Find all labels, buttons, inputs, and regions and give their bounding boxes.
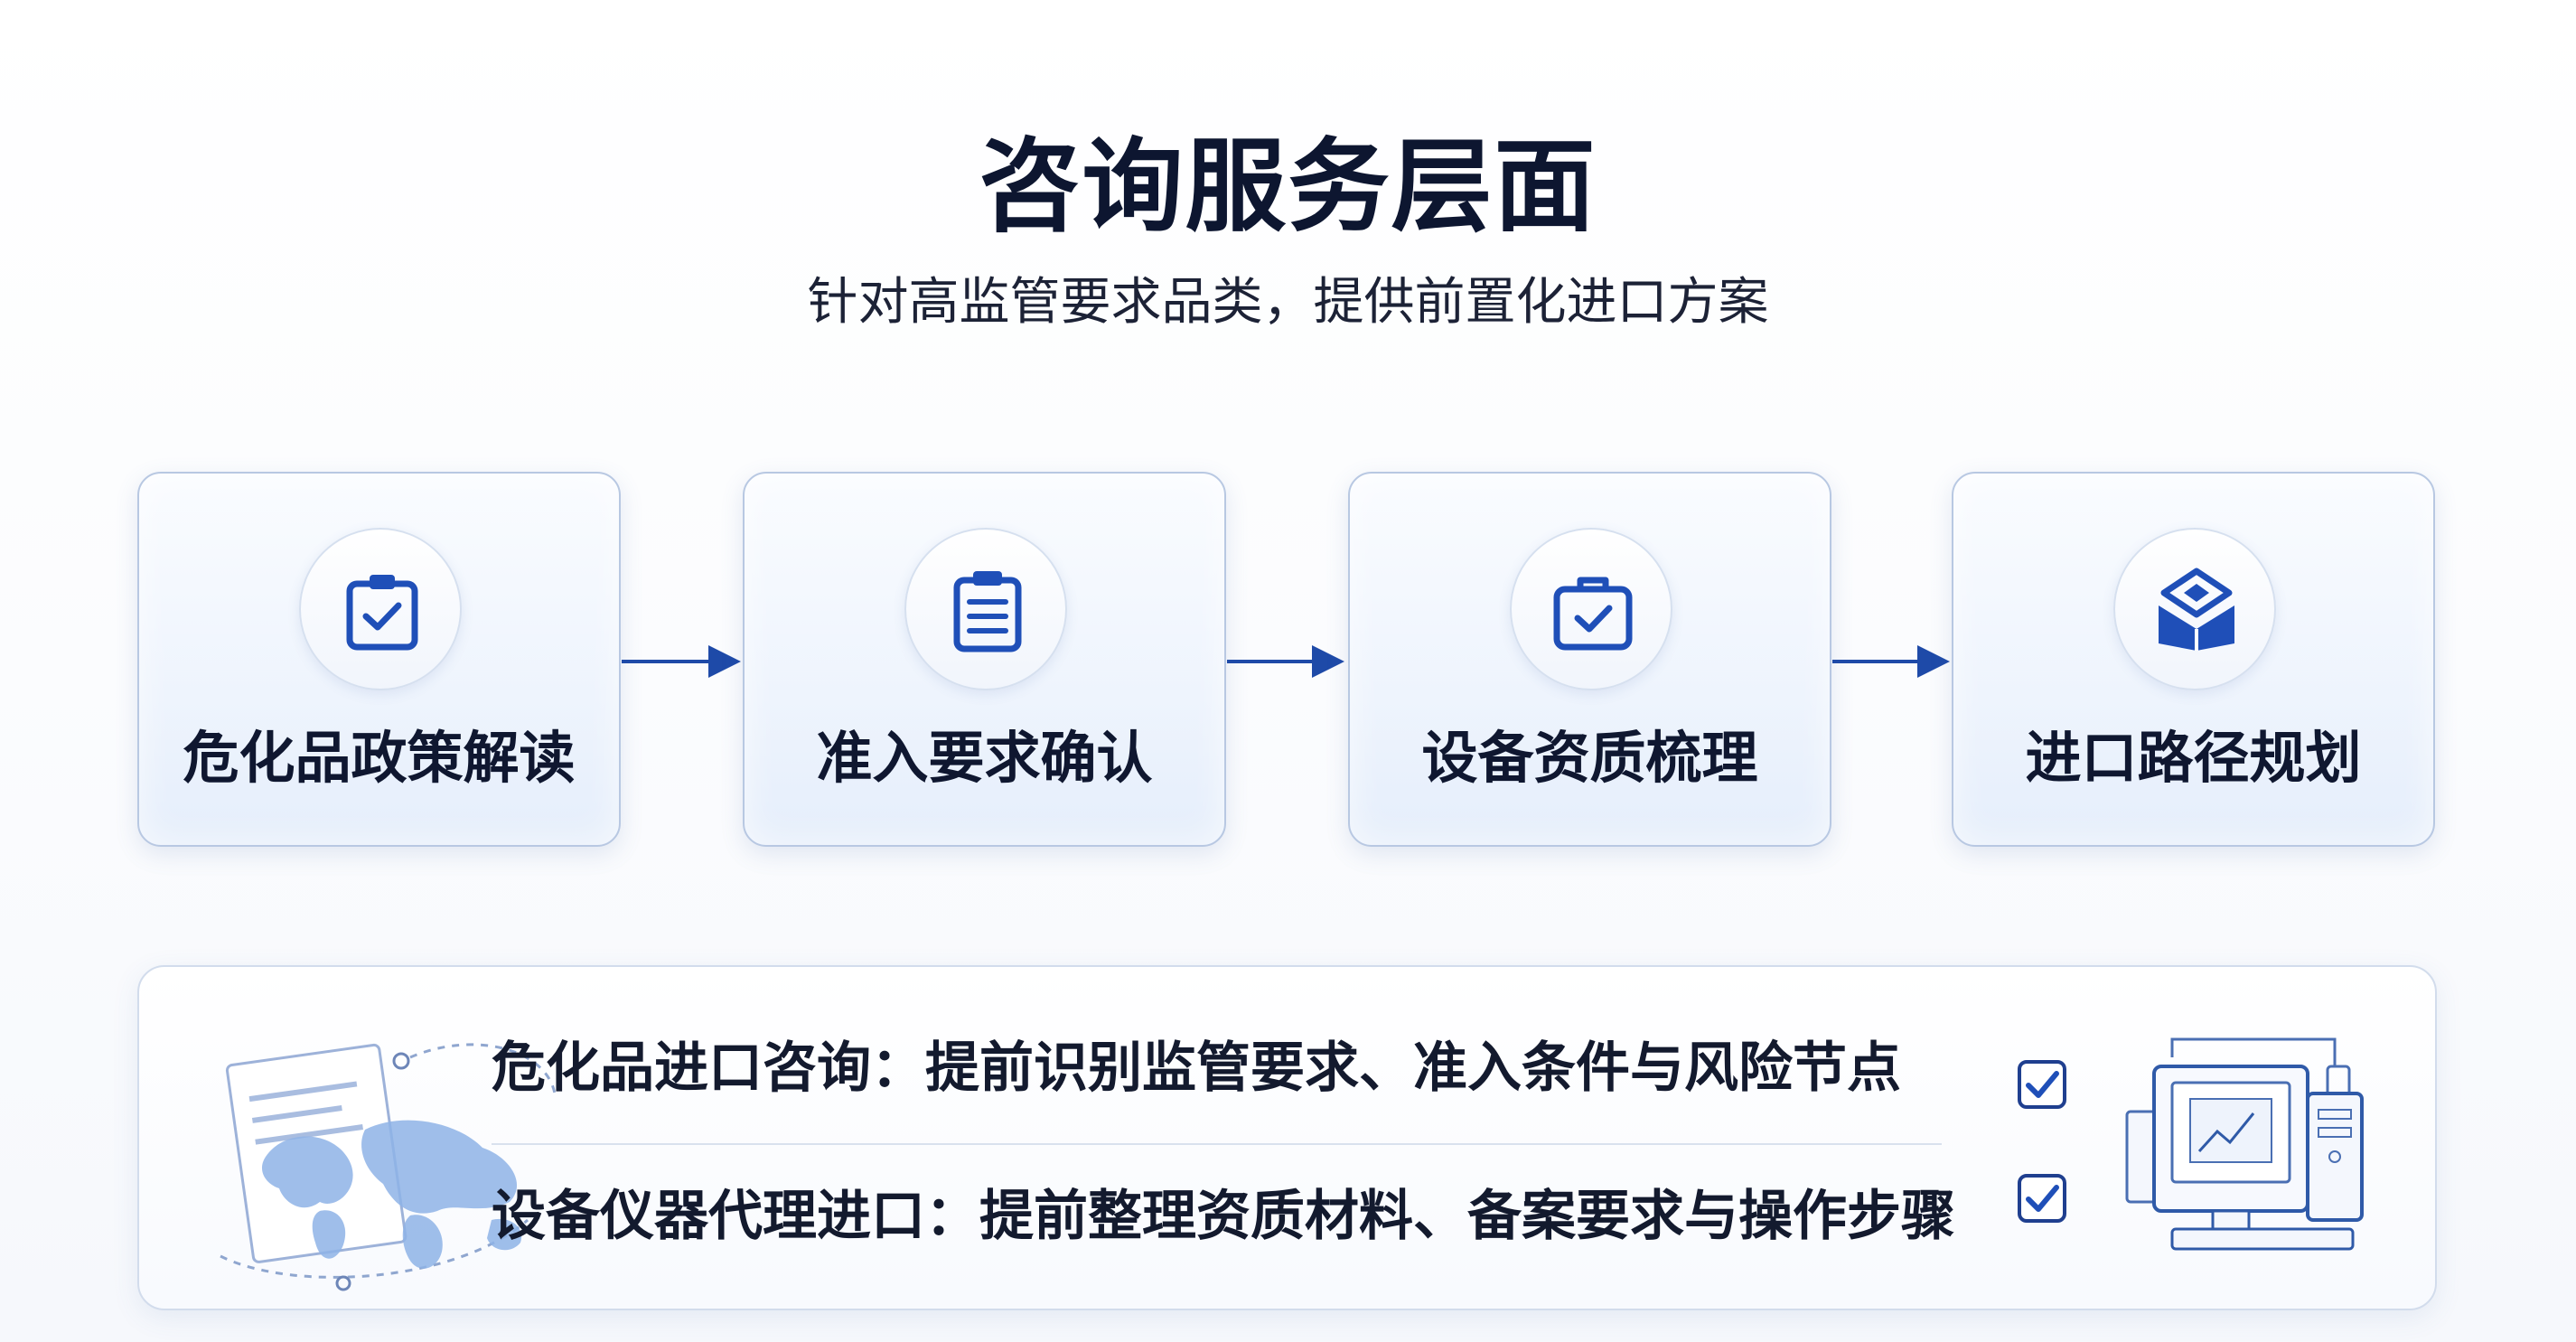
world-map-document-icon [220, 1043, 557, 1291]
step-card-policy[interactable]: 危化品政策解读 [137, 472, 621, 847]
step-icon-container [1510, 528, 1672, 690]
page-subtitle: 针对高监管要求品类，提供前置化进口方案 [807, 273, 1769, 332]
step-label: 进口路径规划 [2025, 725, 2362, 791]
divider [492, 1143, 1942, 1145]
step-card-qualification[interactable]: 设备资质梳理 [1348, 472, 1831, 847]
service-item-hazmat: 危化品进口咨询：提前识别监管要求、准入条件与风险节点 [492, 1037, 1901, 1100]
arrow-right-icon [1227, 645, 1344, 678]
service-item-equipment: 设备仪器代理进口：提前整理资质材料、备案要求与操作步骤 [492, 1185, 1955, 1248]
step-icon-container [2113, 528, 2276, 690]
services-panel: 危化品进口咨询：提前识别监管要求、准入条件与风险节点 设备仪器代理进口：提前整理… [137, 965, 2437, 1310]
step-card-access[interactable]: 准入要求确认 [743, 472, 1226, 847]
page-title: 咨询服务层面 [979, 128, 1597, 246]
briefcase-check-icon [1553, 577, 1633, 651]
checkbox-checked-icon[interactable] [2017, 1059, 2067, 1110]
step-label: 危化品政策解读 [183, 725, 576, 791]
route-map-icon [2159, 568, 2234, 651]
computer-equipment-icon [2125, 1037, 2364, 1251]
step-icon-container [904, 528, 1067, 690]
checkbox-checked-icon[interactable] [2017, 1173, 2067, 1224]
step-label: 设备资质梳理 [1421, 725, 1758, 791]
step-icon-container [299, 528, 462, 690]
arrow-right-icon [1832, 645, 1950, 678]
step-card-route[interactable]: 进口路径规划 [1952, 472, 2435, 847]
clipboard-list-icon [953, 571, 1022, 652]
arrow-right-icon [622, 645, 741, 678]
clipboard-check-icon [346, 575, 418, 651]
step-label: 准入要求确认 [816, 725, 1153, 791]
